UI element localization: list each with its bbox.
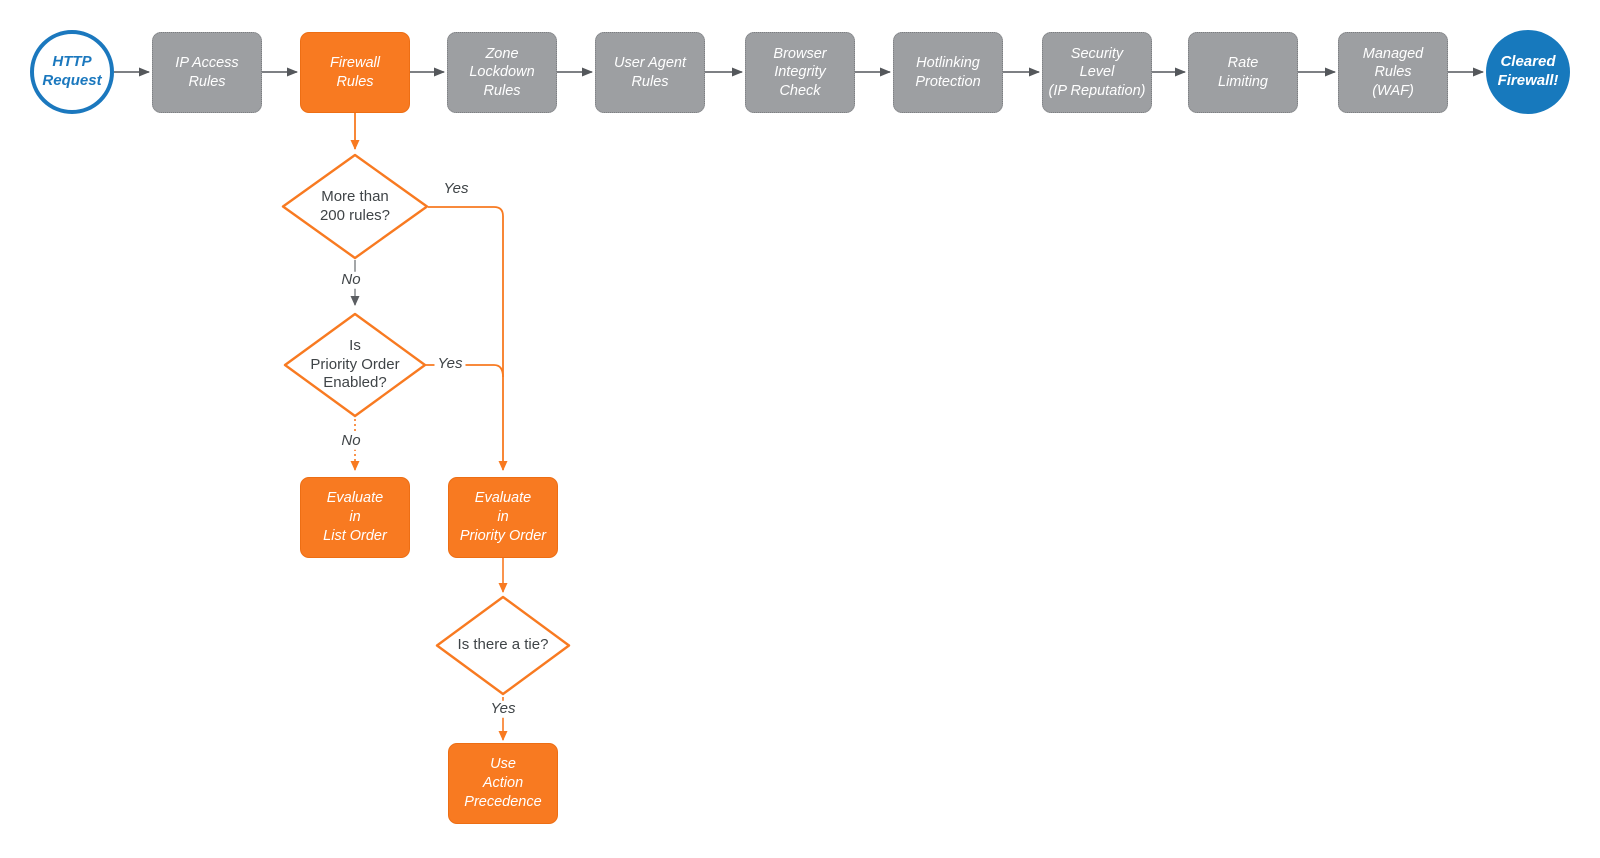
diamond-shape [281, 153, 429, 260]
edge-label-priority-enabled-yes: Yes [434, 355, 466, 373]
node-hotlinking-protection: Hotlinking Protection [893, 32, 1003, 113]
node-evaluate-in-list-order-label: Evaluate in List Order [323, 490, 387, 544]
node-rate-limiting-label: Rate Limiting [1218, 55, 1268, 90]
node-firewall-rules-label: Firewall Rules [330, 55, 380, 90]
node-security-level-ip-reputation-label: Security Level (IP Reputation) [1048, 45, 1146, 99]
node-http-request-label: HTTP Request [42, 53, 102, 89]
node-cleared-firewall: Cleared Firewall! [1486, 30, 1570, 114]
decision-priority-order-enabled: Is Priority Order Enabled? [283, 312, 427, 418]
edge-label-tie-yes: Yes [487, 700, 519, 718]
decision-is-there-a-tie: Is there a tie? [435, 595, 571, 696]
node-use-action-precedence: Use Action Precedence [448, 743, 558, 824]
connector-more-than-200-yes-to-evaluate-priority [428, 206, 508, 471]
decision-more-than-200-rules-label: More than 200 rules? [319, 187, 391, 224]
node-managed-rules-waf-label: Managed Rules (WAF) [1362, 45, 1424, 99]
decision-more-than-200-rules: More than 200 rules? [281, 153, 429, 260]
node-managed-rules-waf: Managed Rules (WAF) [1338, 32, 1448, 113]
node-evaluate-in-list-order: Evaluate in List Order [300, 477, 410, 558]
node-evaluate-in-priority-order-label: Evaluate in Priority Order [459, 490, 547, 544]
connector-priority-enabled-yes-merge [426, 364, 504, 378]
node-browser-integrity-check: Browser Integrity Check [745, 32, 855, 113]
node-ip-access-rules: IP Access Rules [152, 32, 262, 113]
node-cleared-firewall-label: Cleared Firewall! [1497, 53, 1559, 89]
node-zone-lockdown-rules: Zone Lockdown Rules [447, 32, 557, 113]
diamond-shape [435, 595, 571, 696]
node-user-agent-rules: User Agent Rules [595, 32, 705, 113]
node-http-request: HTTP Request [30, 30, 114, 114]
node-security-level-ip-reputation: Security Level (IP Reputation) [1042, 32, 1152, 113]
node-browser-integrity-check-label: Browser Integrity Check [773, 45, 827, 99]
edge-label-priority-enabled-no: No [338, 432, 364, 450]
node-firewall-rules: Firewall Rules [300, 32, 410, 113]
diamond-shape [283, 312, 427, 418]
node-rate-limiting: Rate Limiting [1188, 32, 1298, 113]
edge-label-more-than-200-yes: Yes [443, 179, 469, 197]
node-evaluate-in-priority-order: Evaluate in Priority Order [448, 477, 558, 558]
decision-priority-order-enabled-label: Is Priority Order Enabled? [310, 336, 400, 392]
node-ip-access-rules-label: IP Access Rules [175, 55, 239, 90]
node-zone-lockdown-rules-label: Zone Lockdown Rules [469, 45, 535, 99]
edge-label-more-than-200-no: No [338, 271, 364, 289]
node-hotlinking-protection-label: Hotlinking Protection [915, 55, 981, 90]
decision-is-there-a-tie-label: Is there a tie? [457, 636, 549, 654]
node-use-action-precedence-label: Use Action Precedence [464, 756, 542, 810]
node-user-agent-rules-label: User Agent Rules [614, 55, 686, 90]
